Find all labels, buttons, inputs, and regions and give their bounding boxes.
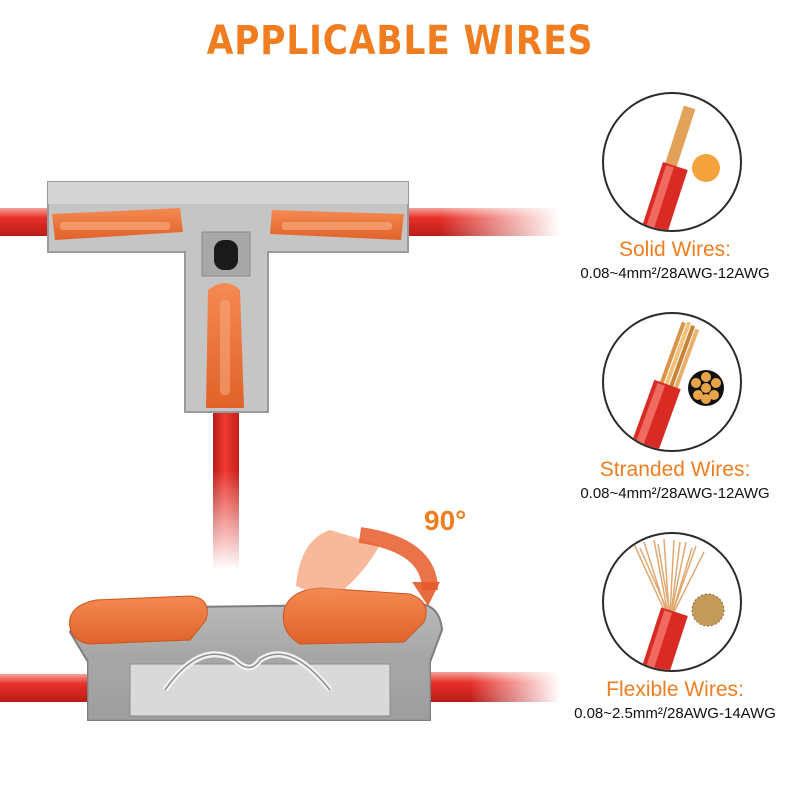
solid-wire-icon	[602, 92, 742, 232]
wire-type-title: Solid Wires:	[618, 238, 732, 261]
wire-type-spec: 0.08~2.5mm²/28AWG-14AWG	[574, 705, 776, 722]
flexible-wire-icon	[602, 532, 742, 672]
wire-type-spec: 0.08~4mm²/28AWG-12AWG	[580, 485, 770, 502]
wire-type-title: Stranded Wires:	[599, 458, 751, 481]
page-title: APPLICABLE WIRES	[206, 18, 594, 64]
inline-connector	[68, 527, 444, 721]
wire-type-title: Flexible Wires:	[606, 678, 744, 701]
rotation-angle-label: 90°	[424, 505, 467, 536]
t-connector-wires	[0, 200, 560, 570]
connector-illustration	[0, 181, 560, 721]
wire-type-spec: 0.08~4mm²/28AWG-12AWG	[580, 265, 770, 282]
t-connector	[47, 181, 409, 413]
stranded-wire-icon	[602, 312, 742, 452]
